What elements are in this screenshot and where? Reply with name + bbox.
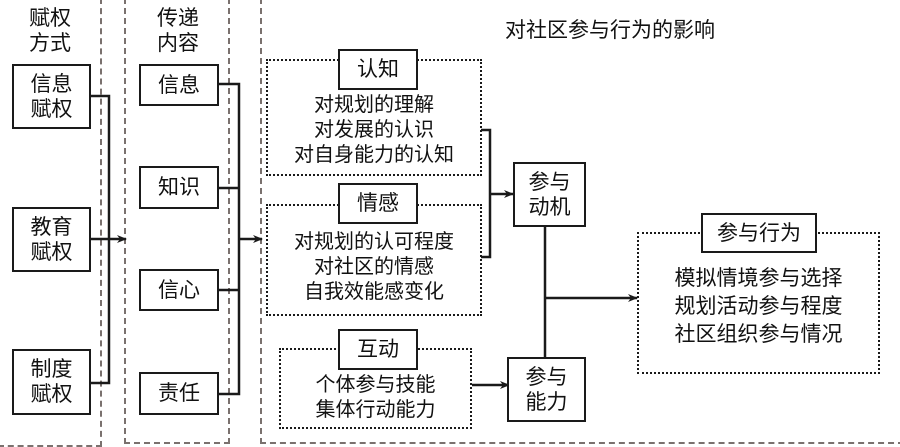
- cognition-line: 对发展的认识: [314, 117, 434, 141]
- emotion-line: 自我效能感变化: [304, 279, 444, 303]
- box-line: 赋权: [30, 96, 73, 121]
- interaction-lines: 个体参与技能 集体行动能力: [279, 372, 472, 422]
- heading-line: 方式: [29, 31, 71, 55]
- cognition-lines: 对规划的理解 对发展的认识 对自身能力的认知: [266, 92, 482, 167]
- interaction-line: 集体行动能力: [315, 397, 436, 421]
- box-line: 动机: [528, 194, 571, 219]
- interaction-label: 互动: [338, 329, 418, 370]
- wire-content-bus: [218, 82, 241, 396]
- institutional-empowerment-box: 制度 赋权: [12, 349, 91, 415]
- content-responsibility-box: 责任: [139, 372, 219, 415]
- ability-box: 参与 能力: [507, 357, 586, 422]
- emotion-line: 对社区的情感: [314, 254, 434, 278]
- content-panel: [124, 0, 230, 444]
- cognition-line: 对规划的理解: [314, 92, 434, 116]
- impact-panel: [260, 0, 900, 444]
- heading-line: 传递: [157, 6, 199, 30]
- motivation-box: 参与 动机: [513, 162, 586, 227]
- box-line: 制度: [30, 357, 73, 381]
- behavior-label: 参与行为: [701, 213, 817, 253]
- empowerment-heading: 赋权 方式: [0, 6, 100, 56]
- education-empowerment-box: 教育 赋权: [12, 207, 91, 272]
- box-line: 赋权: [30, 239, 73, 264]
- info-empowerment-box: 信息 赋权: [12, 64, 91, 129]
- box-line: 教育: [30, 214, 73, 239]
- emotion-label: 情感: [338, 183, 418, 224]
- wire-cog-emo: [481, 128, 492, 259]
- box-line: 赋权: [30, 382, 73, 406]
- content-heading: 传递 内容: [126, 6, 230, 56]
- interaction-line: 个体参与技能: [315, 372, 436, 396]
- behavior-line: 社区组织参与情况: [674, 322, 843, 346]
- box-line: 信息: [30, 71, 73, 96]
- heading-line: 内容: [157, 31, 199, 55]
- heading-line: 赋权: [29, 6, 71, 30]
- content-info-box: 信息: [139, 64, 219, 106]
- box-line: 能力: [525, 389, 568, 414]
- content-knowledge-box: 知识: [139, 166, 219, 209]
- cognition-line: 对自身能力的认知: [294, 142, 454, 166]
- cognition-label: 认知: [338, 49, 418, 90]
- behavior-lines: 模拟情境参与选择 规划活动参与程度 社区组织参与情况: [637, 264, 880, 348]
- emotion-lines: 对规划的认可程度 对社区的情感 自我效能感变化: [266, 229, 482, 304]
- box-line: 参与: [525, 364, 568, 389]
- impact-title: 对社区参与行为的影响: [505, 18, 715, 42]
- emotion-line: 对规划的认可程度: [294, 229, 454, 253]
- box-line: 参与: [528, 169, 571, 194]
- behavior-line: 模拟情境参与选择: [674, 266, 843, 290]
- behavior-line: 规划活动参与程度: [674, 294, 843, 318]
- content-confidence-box: 信心: [139, 269, 219, 311]
